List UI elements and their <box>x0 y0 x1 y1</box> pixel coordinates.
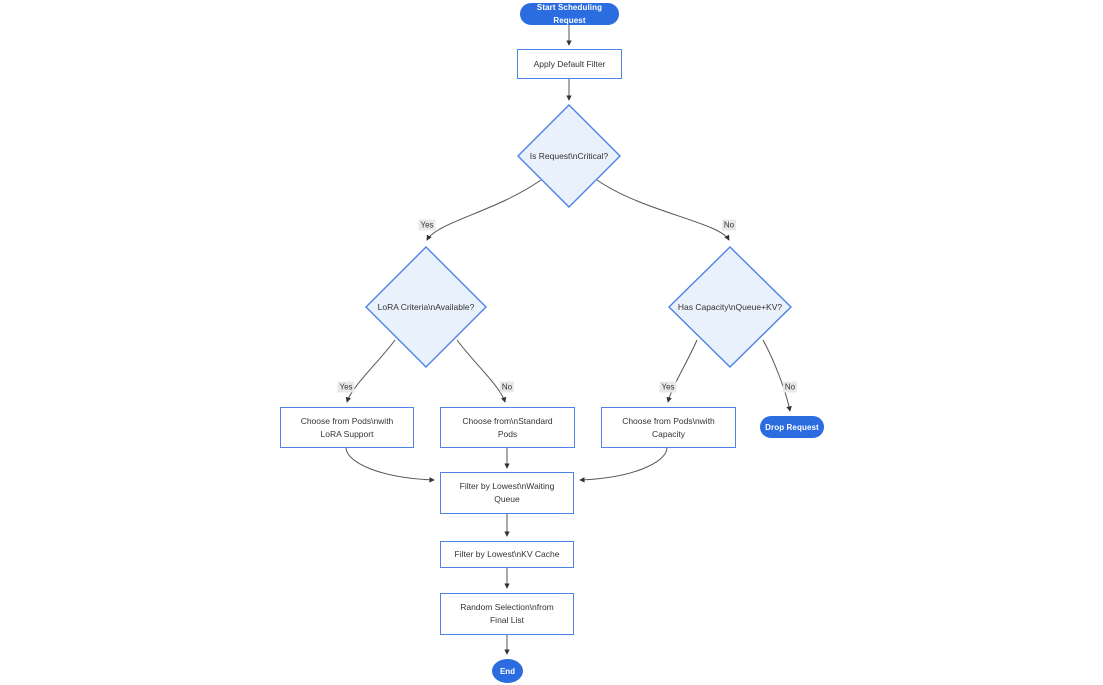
node-random-selection-line1: Random Selection\nfrom <box>460 602 554 612</box>
node-choose-standard-pods: Choose from\nStandard Pods <box>440 407 575 448</box>
node-lora-criteria-available-label: LoRA Criteria\nAvailable? <box>377 302 475 312</box>
node-start: Start Scheduling Request <box>520 3 619 25</box>
node-choose-pods-capacity: Choose from Pods\nwith Capacity <box>601 407 736 448</box>
node-end-label: End <box>499 666 516 676</box>
node-random-selection: Random Selection\nfrom Final List <box>440 593 574 635</box>
node-choose-pods-lora: Choose from Pods\nwith LoRA Support <box>280 407 414 448</box>
node-has-capacity-queue-kv: Has Capacity\nQueue+KV? <box>668 246 792 368</box>
node-choose-pods-lora-line1: Choose from Pods\nwith <box>300 415 394 426</box>
node-apply-default-filter-label: Apply Default Filter <box>533 58 606 69</box>
node-filter-waiting-queue: Filter by Lowest\nWaiting Queue <box>440 472 574 514</box>
node-drop-request-label: Drop Request <box>765 422 819 432</box>
diamond-shape <box>365 246 487 368</box>
edge-capacity-choosecap-yes <box>666 339 698 403</box>
node-filter-waiting-queue-line2: Queue <box>494 494 520 504</box>
diamond-shape <box>517 104 621 208</box>
node-choose-standard-pods-line1: Choose from\nStandard <box>462 415 553 426</box>
edge-label-critical-yes: Yes <box>418 219 436 231</box>
node-filter-kv-cache: Filter by Lowest\nKV Cache <box>440 541 574 568</box>
node-lora-criteria-available: LoRA Criteria\nAvailable? <box>365 246 487 368</box>
edge-lora-choosestd-no <box>456 339 507 403</box>
edge-lora-chooselora-yes <box>345 339 396 403</box>
node-drop-request: Drop Request <box>760 416 824 438</box>
node-is-request-critical: Is Request\nCritical? <box>517 104 621 208</box>
node-choose-standard-pods-line2: Pods <box>497 428 518 439</box>
node-is-request-critical-label: Is Request\nCritical? <box>529 151 609 161</box>
edge-label-lora-no: No <box>499 381 515 393</box>
node-filter-kv-cache-label: Filter by Lowest\nKV Cache <box>454 549 560 559</box>
node-has-capacity-queue-kv-label: Has Capacity\nQueue+KV? <box>677 302 783 312</box>
edge-label-capacity-no: No <box>782 381 798 393</box>
node-start-label: Start Scheduling Request <box>536 3 603 25</box>
edge-label-critical-no: No <box>721 219 737 231</box>
node-apply-default-filter: Apply Default Filter <box>517 49 622 79</box>
edge-label-capacity-yes: Yes <box>659 381 677 393</box>
diamond-shape <box>668 246 792 368</box>
edge-critical-lora-yes <box>426 179 542 241</box>
node-random-selection-line2: Final List <box>489 615 524 625</box>
edge-label-lora-yes: Yes <box>337 381 355 393</box>
edge-choosecap-filterq <box>579 447 668 483</box>
edge-chooselora-filterq <box>345 447 435 483</box>
edge-capacity-drop-no <box>762 339 792 412</box>
node-filter-waiting-queue-line1: Filter by Lowest\nWaiting <box>459 481 555 491</box>
node-choose-pods-capacity-line2: Capacity <box>651 428 686 439</box>
node-choose-pods-capacity-line1: Choose from Pods\nwith <box>622 415 715 426</box>
edge-critical-capacity-no <box>596 179 730 241</box>
node-choose-pods-lora-line2: LoRA Support <box>320 428 374 439</box>
node-end: End <box>492 659 523 683</box>
